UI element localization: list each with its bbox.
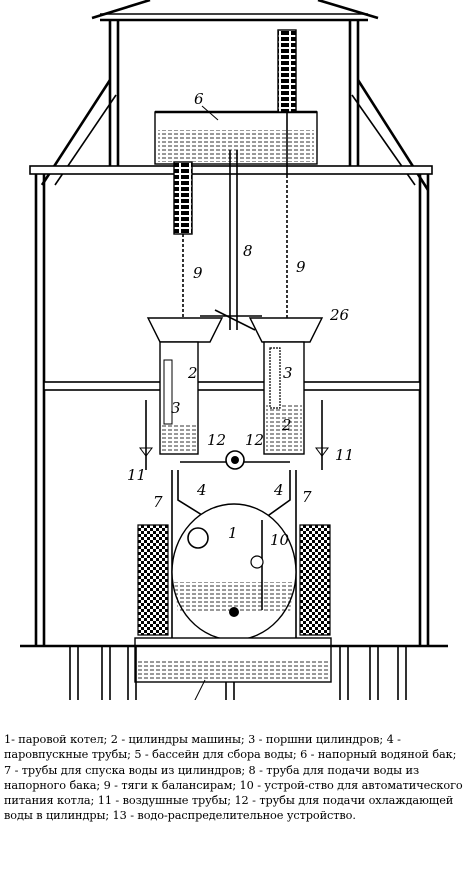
air-pipes: 11 11 <box>127 400 354 484</box>
label-8: 8 <box>243 242 253 260</box>
automatic-feed-device: 10 <box>250 520 290 610</box>
supply-pipe-8: 8 <box>229 150 253 330</box>
label-9-right: 9 <box>296 258 306 276</box>
label-26: 26 <box>329 306 350 324</box>
foundation-piles <box>69 646 407 700</box>
figure-caption: 1- паровой котел; 2 - цилиндры машины; 3… <box>4 733 463 823</box>
water-distributor: 12 12 13 <box>180 431 290 519</box>
label-12-left: 12 <box>207 431 226 449</box>
balancer-linkage <box>200 309 262 331</box>
label-7-left: 7 <box>153 493 163 511</box>
label-10: 10 <box>270 531 290 549</box>
counterweight-chain-left <box>173 161 193 235</box>
label-12-right: 12 <box>245 431 264 449</box>
furnace-brickwork <box>137 524 331 636</box>
label-4-left: 4 <box>196 481 207 499</box>
middle-platform <box>43 381 421 391</box>
counterweight-chain-right <box>277 29 297 175</box>
steam-and-drain-pipes: 4 4 7 7 <box>153 470 312 640</box>
water-collection-pool: 5 <box>20 637 448 700</box>
label-11-right: 11 <box>335 446 354 464</box>
label-3-right: 3 <box>283 364 293 382</box>
upper-platform <box>29 165 433 645</box>
balancer-rods: 9 9 <box>182 175 306 330</box>
label-1: 1 <box>228 524 238 542</box>
cylinder-right: 3 2 26 <box>248 306 350 455</box>
steam-boiler: 1 <box>171 503 297 641</box>
label-2-left: 2 <box>187 364 198 382</box>
label-11-left: 11 <box>127 466 146 484</box>
label-9-left: 9 <box>193 264 203 282</box>
steam-engine-diagram: 6 9 9 8 2 3 3 2 26 <box>20 0 448 700</box>
label-6: 6 <box>194 90 204 108</box>
label-2-right: 2 <box>281 416 292 434</box>
label-3-left: 3 <box>171 399 181 417</box>
label-7-right: 7 <box>302 488 312 506</box>
pressure-water-tank: 6 <box>154 90 318 165</box>
cylinder-left: 2 3 <box>146 317 224 455</box>
label-4-right: 4 <box>273 481 284 499</box>
